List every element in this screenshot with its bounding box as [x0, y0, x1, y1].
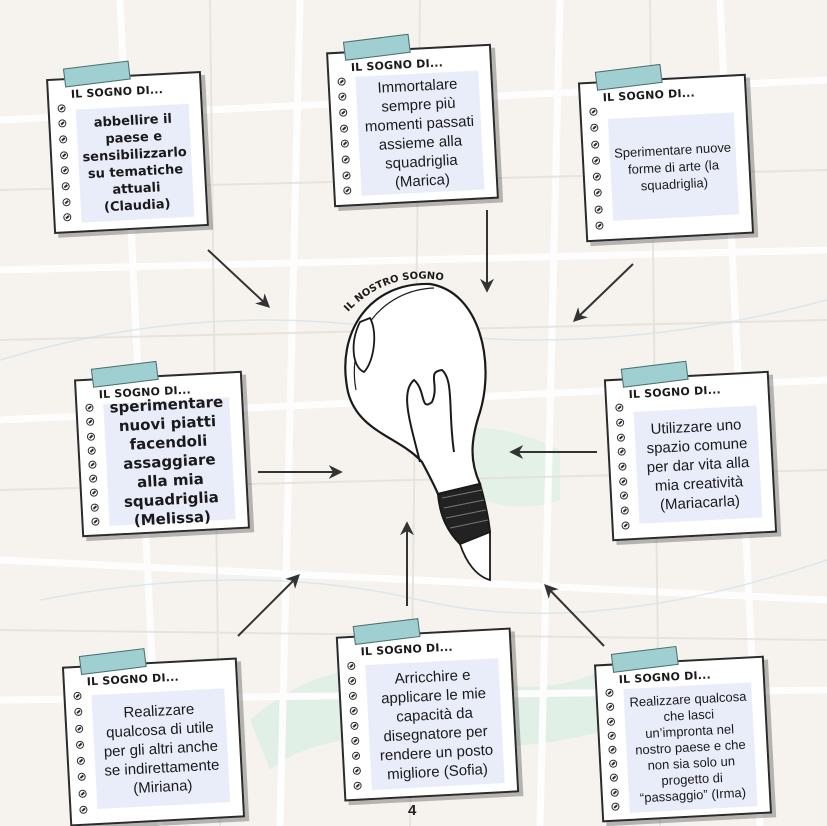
page-number: 4 — [408, 802, 417, 819]
note-text: abbellire il paese e sensibilizzarlo su … — [75, 103, 195, 223]
note-heading: IL SOGNO DI... — [602, 86, 696, 105]
note-sofia: IL SOGNO DI... Arricchire e applicare le… — [335, 618, 520, 802]
note-heading: IL SOGNO DI... — [70, 83, 164, 101]
note-text: sperimentare nuovi piatti facendoli assa… — [103, 392, 236, 529]
note-heading: IL SOGNO DI... — [618, 668, 712, 687]
note-text: Sperimentare nuove forme di arte (la squ… — [607, 112, 740, 221]
note-heading: IL SOGNO DI... — [628, 383, 722, 402]
note-squadriglia: IL SOGNO DI... Sperimentare nuove forme … — [577, 63, 755, 243]
spiral-binding — [71, 688, 90, 818]
note-claudia: IL SOGNO DI... abbellire il paese e sens… — [46, 60, 209, 234]
note-heading: IL SOGNO DI... — [350, 56, 444, 75]
spiral-binding — [603, 685, 622, 813]
spiral-binding — [613, 400, 632, 532]
spiral-binding — [55, 100, 74, 225]
note-heading: IL SOGNO DI... — [86, 670, 180, 689]
note-melissa: IL SOGNO DI... sperimentare nuovi piatti… — [73, 360, 251, 538]
lightbulb-icon: IL NOSTRO SOGNO — [342, 271, 492, 582]
note-text: Immortalare sempre più momenti passati a… — [355, 70, 485, 196]
spiral-binding — [345, 658, 364, 793]
note-miriana: IL SOGNO DI... Realizzare qualcosa di ut… — [61, 648, 246, 826]
note-text: Realizzare qualcosa che lasci un’impront… — [623, 682, 758, 813]
note-mariacarla: IL SOGNO DI... Utilizzare uno spazio com… — [603, 360, 778, 542]
spiral-binding — [335, 73, 354, 198]
note-text: Realizzare qualcosa di utile per gli alt… — [91, 688, 231, 810]
note-text: Arricchire e applicare le mie capacità d… — [365, 658, 505, 791]
note-heading: IL SOGNO DI... — [360, 640, 454, 659]
spiral-binding — [587, 103, 606, 233]
note-marica: IL SOGNO DI... Immortalare sempre più mo… — [326, 33, 499, 208]
note-irma: IL SOGNO DI... Realizzare qualcosa che l… — [593, 645, 773, 823]
note-text: Utilizzare uno spazio comune per dar vit… — [633, 405, 763, 524]
spiral-binding — [83, 400, 102, 528]
